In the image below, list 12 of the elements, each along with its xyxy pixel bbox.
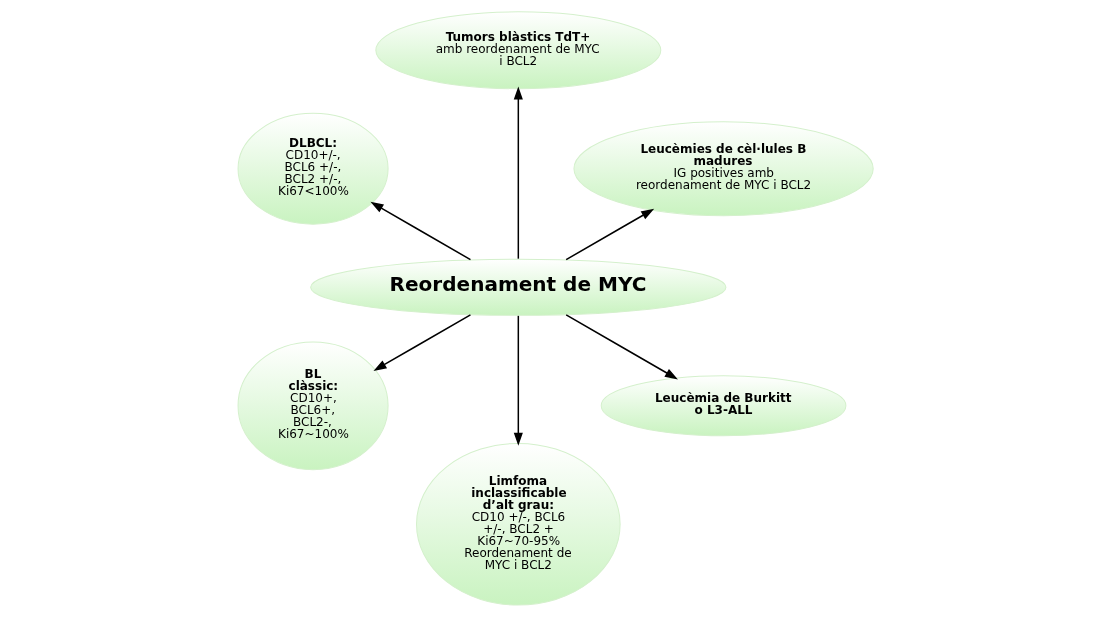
arrow [513, 315, 523, 446]
node-ellipse: Limfoma inclassificable d’alt grau: CD10 +/-, BCL6 +/-, BCL2 + Ki67~70-95% Reordenament de MYC i BCL2 [416, 442, 621, 606]
node-ellipse: Tumors blàstics TdT+ amb reordenament de MYC i BCL2 [375, 11, 662, 90]
arrow [565, 314, 678, 380]
node-ellipse: Reordenament de MYC [310, 258, 727, 316]
node-ellipse: Leucèmies de cèl·lules B madures IG positives amb reordenament de MYC i BCL2 [573, 121, 874, 217]
node-ellipse: Leucèmia de Burkitt o L3-ALL [600, 375, 847, 437]
arrow [370, 201, 472, 261]
arrow [373, 314, 472, 371]
arrow [513, 86, 523, 260]
node-ellipse: DLBCL: CD10+/-, BCL6 +/-, BCL2 +/-, Ki67<100% [237, 112, 389, 225]
arrow [565, 208, 655, 261]
